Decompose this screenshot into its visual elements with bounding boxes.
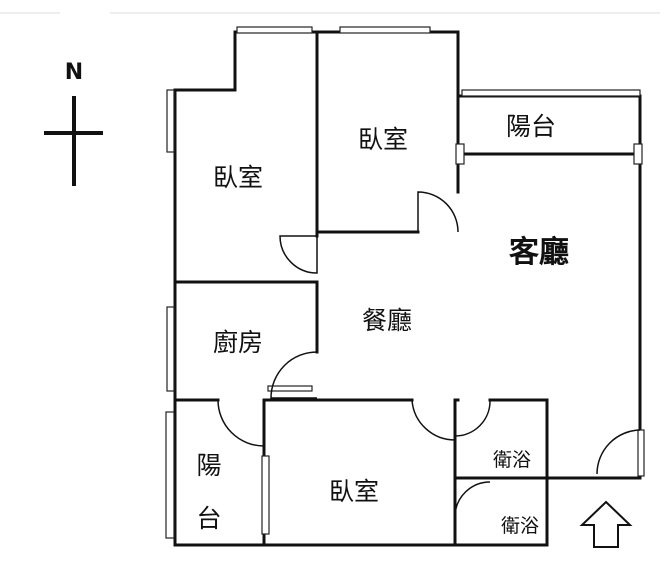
room-label-dining-room: 餐廳	[362, 306, 412, 335]
room-label-living-room: 客廳	[509, 235, 569, 270]
room-label-balcony-sw-top: 陽	[196, 451, 221, 480]
room-label-bathroom-2: 衛浴	[501, 515, 539, 537]
room-label-bedroom-n: 臥室	[358, 125, 408, 154]
door-sw-balcony	[217, 399, 265, 447]
doors	[217, 191, 641, 517]
window-nw-bedroom	[166, 89, 175, 153]
window-kitchen-bottom	[267, 385, 313, 392]
door-kitchen	[270, 351, 318, 399]
window-living-east	[637, 429, 645, 477]
room-label-balcony-ne: 陽台	[506, 112, 556, 141]
walls	[173, 30, 642, 547]
entrance-arrow-icon	[579, 500, 633, 548]
window-sw-balcony	[165, 411, 175, 539]
window-balcony-top	[461, 89, 641, 97]
door-bathroom-2	[454, 481, 491, 517]
door-post-right	[633, 143, 643, 165]
windows	[165, 26, 645, 539]
window-top-left	[236, 26, 313, 34]
room-label-balcony-sw-bottom: 台	[196, 504, 221, 533]
room-label-bedroom-nw: 臥室	[213, 163, 263, 192]
room-label-bedroom-s: 臥室	[329, 477, 379, 506]
door-bathroom-1	[454, 399, 491, 437]
window-kitchen	[166, 306, 175, 392]
door-entrance	[596, 429, 641, 475]
door-s-bedroom	[411, 399, 456, 441]
compass: N	[44, 60, 103, 186]
window-s-bedroom	[261, 455, 270, 535]
room-label-bathroom-1: 衛浴	[493, 449, 531, 471]
door-post-left	[455, 143, 465, 165]
door-n-bedroom	[417, 191, 459, 233]
north-label: N	[65, 60, 83, 85]
door-nw-bedroom	[279, 235, 318, 274]
window-top-right	[339, 26, 431, 34]
room-label-kitchen: 廚房	[213, 328, 263, 357]
room-labels: 臥室 臥室 陽台 客廳 餐廳 廚房 陽 台 臥室 衛浴 衛浴	[196, 112, 569, 537]
